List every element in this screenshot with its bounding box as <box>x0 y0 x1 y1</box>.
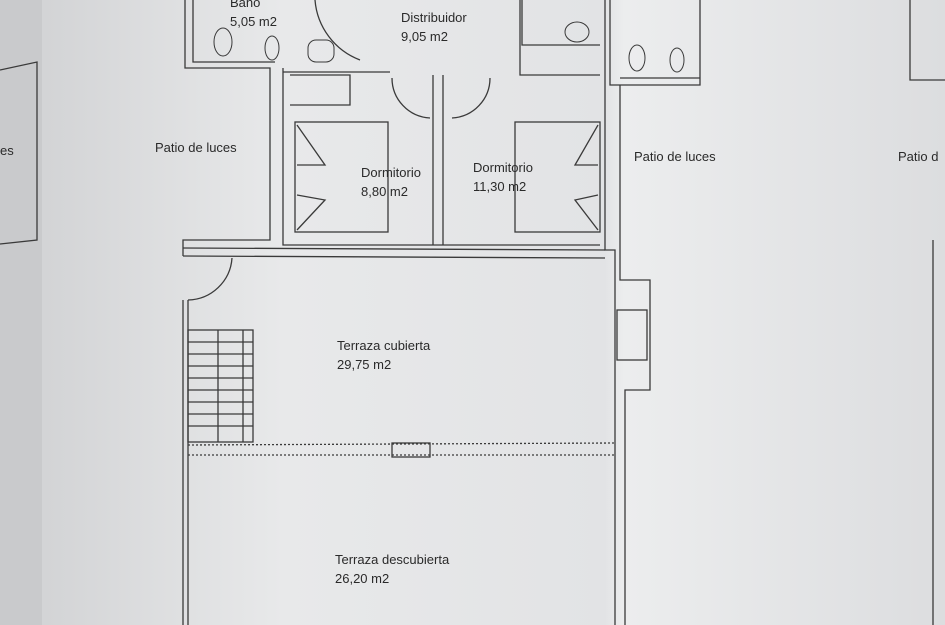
room-name: Baño <box>230 0 261 10</box>
room-area: 11,30 m2 <box>473 179 527 194</box>
door-swing <box>314 0 361 61</box>
bed <box>514 121 601 233</box>
room-patio-left: Patio de luces <box>155 140 237 155</box>
room-patio-right: Patio de luces <box>634 149 716 164</box>
paper-left-edge <box>0 0 42 625</box>
stairs <box>187 329 254 443</box>
wall <box>519 0 600 76</box>
room-dormitorio-1: Dormitorio 8,80 m2 <box>361 163 421 201</box>
toilet-icon <box>213 27 233 57</box>
room-area: 5,05 m2 <box>230 14 277 29</box>
wall <box>182 0 271 256</box>
door-swing <box>451 77 491 119</box>
toilet-icon <box>628 44 646 72</box>
wall <box>290 74 351 106</box>
wall <box>182 247 606 259</box>
bidet-icon <box>264 35 280 61</box>
room-area: 9,05 m2 <box>401 29 448 44</box>
room-dormitorio-2: Dormitorio 11,30 m2 <box>473 158 533 196</box>
room-distribuidor: Distribuidor 9,05 m2 <box>401 8 467 46</box>
room-name: Terraza descubierta <box>335 552 450 567</box>
room-terraza-cubierta: Terraza cubierta 29,75 m2 <box>337 336 430 374</box>
bidet-icon <box>669 47 685 73</box>
room-patio-far-right: Patio d <box>898 149 939 164</box>
terrace-divider <box>187 442 616 456</box>
room-area: 8,80 m2 <box>361 184 408 199</box>
door-swing <box>187 257 233 301</box>
sink-icon <box>564 21 590 43</box>
room-area: 26,20 m2 <box>335 571 390 586</box>
room-name: Dormitorio <box>473 160 533 175</box>
room-name: Distribuidor <box>401 10 467 25</box>
room-name: Terraza cubierta <box>337 338 431 353</box>
wall <box>604 0 651 625</box>
door-swing <box>391 77 431 119</box>
room-area: 29,75 m2 <box>337 357 392 372</box>
room-name: Dormitorio <box>361 165 421 180</box>
wall <box>192 0 275 63</box>
wall <box>282 68 600 246</box>
room-bano: Baño 5,05 m2 <box>230 0 277 31</box>
bed <box>294 121 389 233</box>
wall <box>0 61 38 245</box>
room-terraza-descubierta: Terraza descubierta 26,20 m2 <box>335 550 449 588</box>
sink-icon <box>307 39 335 63</box>
room-left-edge: es <box>0 143 14 158</box>
wall <box>432 75 444 245</box>
